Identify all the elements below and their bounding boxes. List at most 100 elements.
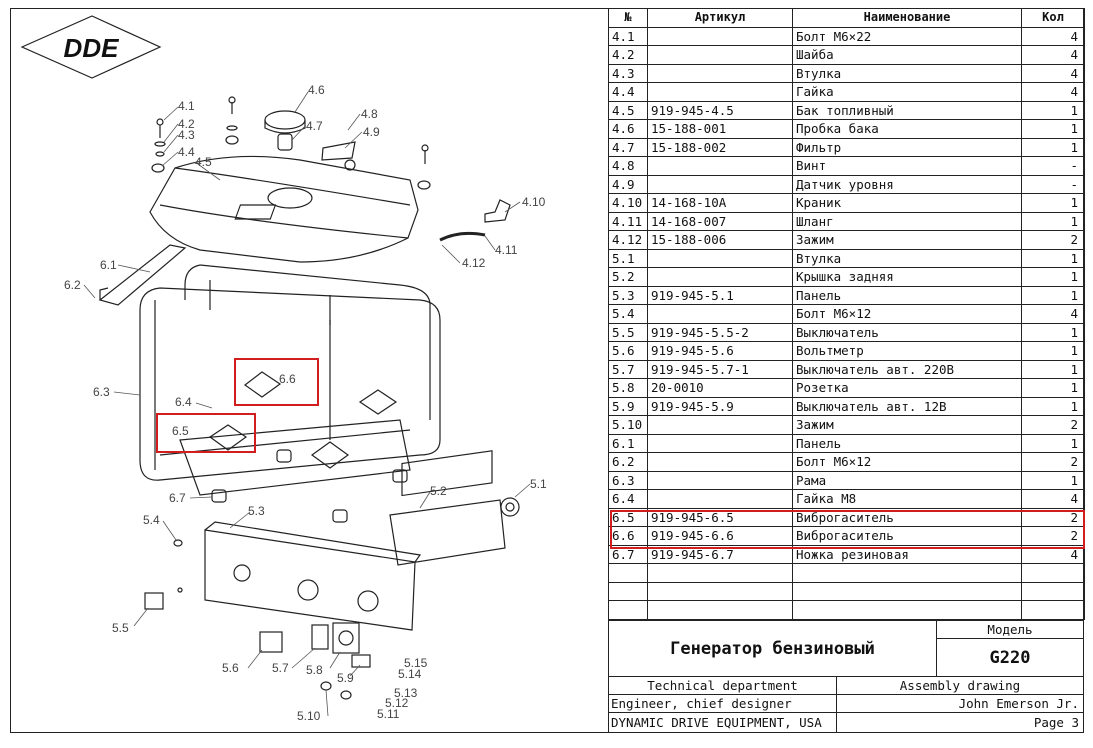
row-name: Розетка bbox=[792, 378, 1022, 398]
row-name: Болт М6×12 bbox=[792, 304, 1022, 324]
row-number: 4.2 bbox=[608, 45, 648, 65]
callout-5-11: 5.11 bbox=[377, 707, 400, 721]
row-name: Выключатель авт. 12В bbox=[792, 396, 1022, 416]
row-number: 4.3 bbox=[608, 63, 648, 83]
callout-6-2: 6.2 bbox=[64, 278, 81, 292]
row-article bbox=[647, 489, 793, 509]
row-qty bbox=[1021, 581, 1085, 601]
callout-4-3: 4.3 bbox=[178, 128, 195, 142]
row-number: 4.5 bbox=[608, 100, 648, 120]
callout-5-2: 5.2 bbox=[430, 484, 447, 498]
front-panel bbox=[204, 529, 416, 631]
row-article: 15-188-006 bbox=[647, 230, 793, 250]
row-name: Шланг bbox=[792, 211, 1022, 231]
row-article bbox=[647, 470, 793, 490]
row-number: 5.10 bbox=[608, 415, 648, 435]
row-name: Краник bbox=[792, 193, 1022, 213]
row-article: 15-188-001 bbox=[647, 119, 793, 139]
row-qty: 4 bbox=[1021, 489, 1085, 509]
row-qty: 1 bbox=[1021, 322, 1085, 342]
callout-5-3: 5.3 bbox=[248, 504, 265, 518]
callout-5-5: 5.5 bbox=[112, 621, 129, 635]
row-article bbox=[647, 415, 793, 435]
row-article: 919-945-4.5 bbox=[647, 100, 793, 120]
row-qty: - bbox=[1021, 174, 1085, 194]
exploded-assembly-drawing: DDE 4.1 4.2 4.3 4.4 4.5 4.6 4.7 4.8 4.9 … bbox=[20, 15, 547, 723]
row-article bbox=[647, 304, 793, 324]
drawing-type: Assembly drawing bbox=[836, 676, 1084, 695]
table-header-row: № Артикул Наименование Кол bbox=[608, 8, 1085, 28]
highlight-rows-6-5-6-6 bbox=[610, 510, 1085, 549]
callout-5-1: 5.1 bbox=[530, 477, 547, 491]
callout-4-9: 4.9 bbox=[363, 125, 380, 139]
row-number: 5.9 bbox=[608, 396, 648, 416]
row-number: 4.8 bbox=[608, 156, 648, 176]
row-number: 5.3 bbox=[608, 285, 648, 305]
row-name: Выключатель авт. 220В bbox=[792, 359, 1022, 379]
row-number: 4.1 bbox=[608, 26, 648, 46]
department: Technical department bbox=[608, 676, 837, 695]
callout-4-4: 4.4 bbox=[178, 145, 195, 159]
row-article: 919-945-5.7-1 bbox=[647, 359, 793, 379]
header-article: Артикул bbox=[647, 8, 793, 28]
row-number: 5.6 bbox=[608, 341, 648, 361]
bracket-panel bbox=[98, 244, 187, 306]
row-qty: 1 bbox=[1021, 341, 1085, 361]
row-qty: 2 bbox=[1021, 452, 1085, 472]
row-qty bbox=[1021, 600, 1085, 620]
row-qty: 4 bbox=[1021, 26, 1085, 46]
callout-5-13: 5.13 bbox=[394, 686, 418, 700]
designer-role: Engineer, chief designer bbox=[608, 694, 837, 713]
row-name: Зажим bbox=[792, 415, 1022, 435]
row-name bbox=[792, 600, 1022, 620]
callout-6-6: 6.6 bbox=[279, 372, 296, 386]
dde-logo-diamond bbox=[20, 15, 162, 79]
row-number: 5.4 bbox=[608, 304, 648, 324]
row-article bbox=[647, 26, 793, 46]
row-name: Датчик уровня bbox=[792, 174, 1022, 194]
row-number: 6.4 bbox=[608, 489, 648, 509]
designer-name: John Emerson Jr. bbox=[836, 694, 1084, 713]
row-qty bbox=[1021, 563, 1085, 583]
row-qty: 1 bbox=[1021, 285, 1085, 305]
row-name: Болт М6×22 bbox=[792, 26, 1022, 46]
row-name: Крышка задняя bbox=[792, 267, 1022, 287]
row-number: 6.3 bbox=[608, 470, 648, 490]
row-article: 919-945-5.1 bbox=[647, 285, 793, 305]
callout-4-11: 4.11 bbox=[495, 243, 518, 257]
row-article: 14-168-007 bbox=[647, 211, 793, 231]
row-name: Втулка bbox=[792, 63, 1022, 83]
callout-6-7: 6.7 bbox=[169, 491, 186, 505]
row-number: 5.2 bbox=[608, 267, 648, 287]
callout-6-4: 6.4 bbox=[175, 395, 192, 409]
row-name: Втулка bbox=[792, 248, 1022, 268]
row-number: 4.10 bbox=[608, 193, 648, 213]
row-article bbox=[647, 563, 793, 583]
row-qty: 1 bbox=[1021, 248, 1085, 268]
callout-4-6: 4.6 bbox=[308, 83, 325, 97]
row-name bbox=[792, 563, 1022, 583]
callout-4-5: 4.5 bbox=[195, 155, 212, 169]
row-qty: - bbox=[1021, 156, 1085, 176]
row-name: Вольтметр bbox=[792, 341, 1022, 361]
row-qty: 1 bbox=[1021, 267, 1085, 287]
row-name: Панель bbox=[792, 433, 1022, 453]
row-name: Виброгаситель bbox=[792, 526, 1022, 546]
highlight-6-6-drawing bbox=[234, 358, 319, 406]
callout-4-2: 4.2 bbox=[178, 117, 195, 131]
